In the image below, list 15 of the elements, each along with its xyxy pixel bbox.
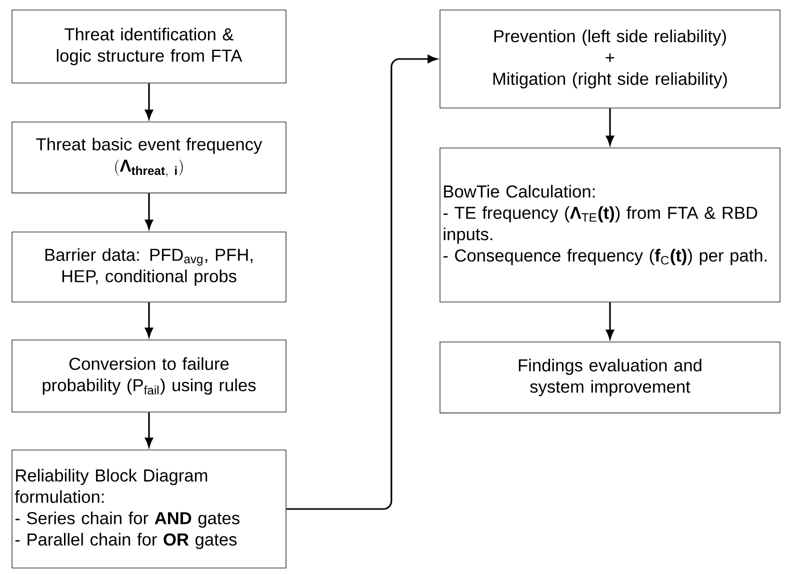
arrow (144, 412, 154, 448)
process-box: Reliability Block Diagram formulation: - Series chain for AND gates - Parallel chain for OR gates (12, 450, 286, 568)
arrow (606, 302, 614, 340)
arrow (606, 108, 614, 146)
process-box: Threat basic event frequency $(\mbox{\textbf{Λ}}_{\mathbf{threat,\ i}})$ (12, 122, 286, 194)
arrow (144, 83, 154, 120)
process-box: Conversion to failure probability (P$_{fail}$) using rules (12, 340, 286, 412)
arrow (286, 54, 438, 510)
process-box: Threat identification & logic structure from FTA (12, 10, 286, 84)
arrow (144, 302, 154, 338)
process-box: BowTie Calculation: - TE frequency (Λ$_{TE}$(t)) from FTA & RBD inputs. - Consequence frequency (f$_{C}$(t)) per path. (440, 148, 780, 302)
process-box: Barrier data: PFD$_{avg}$, PFH, HEP, conditional probs (12, 232, 286, 302)
arrow (144, 193, 154, 230)
process-box: Prevention (left side reliability) + Mitigation (right side reliability) (440, 10, 780, 108)
process-box: Findings evaluation and system improvement (440, 342, 780, 414)
